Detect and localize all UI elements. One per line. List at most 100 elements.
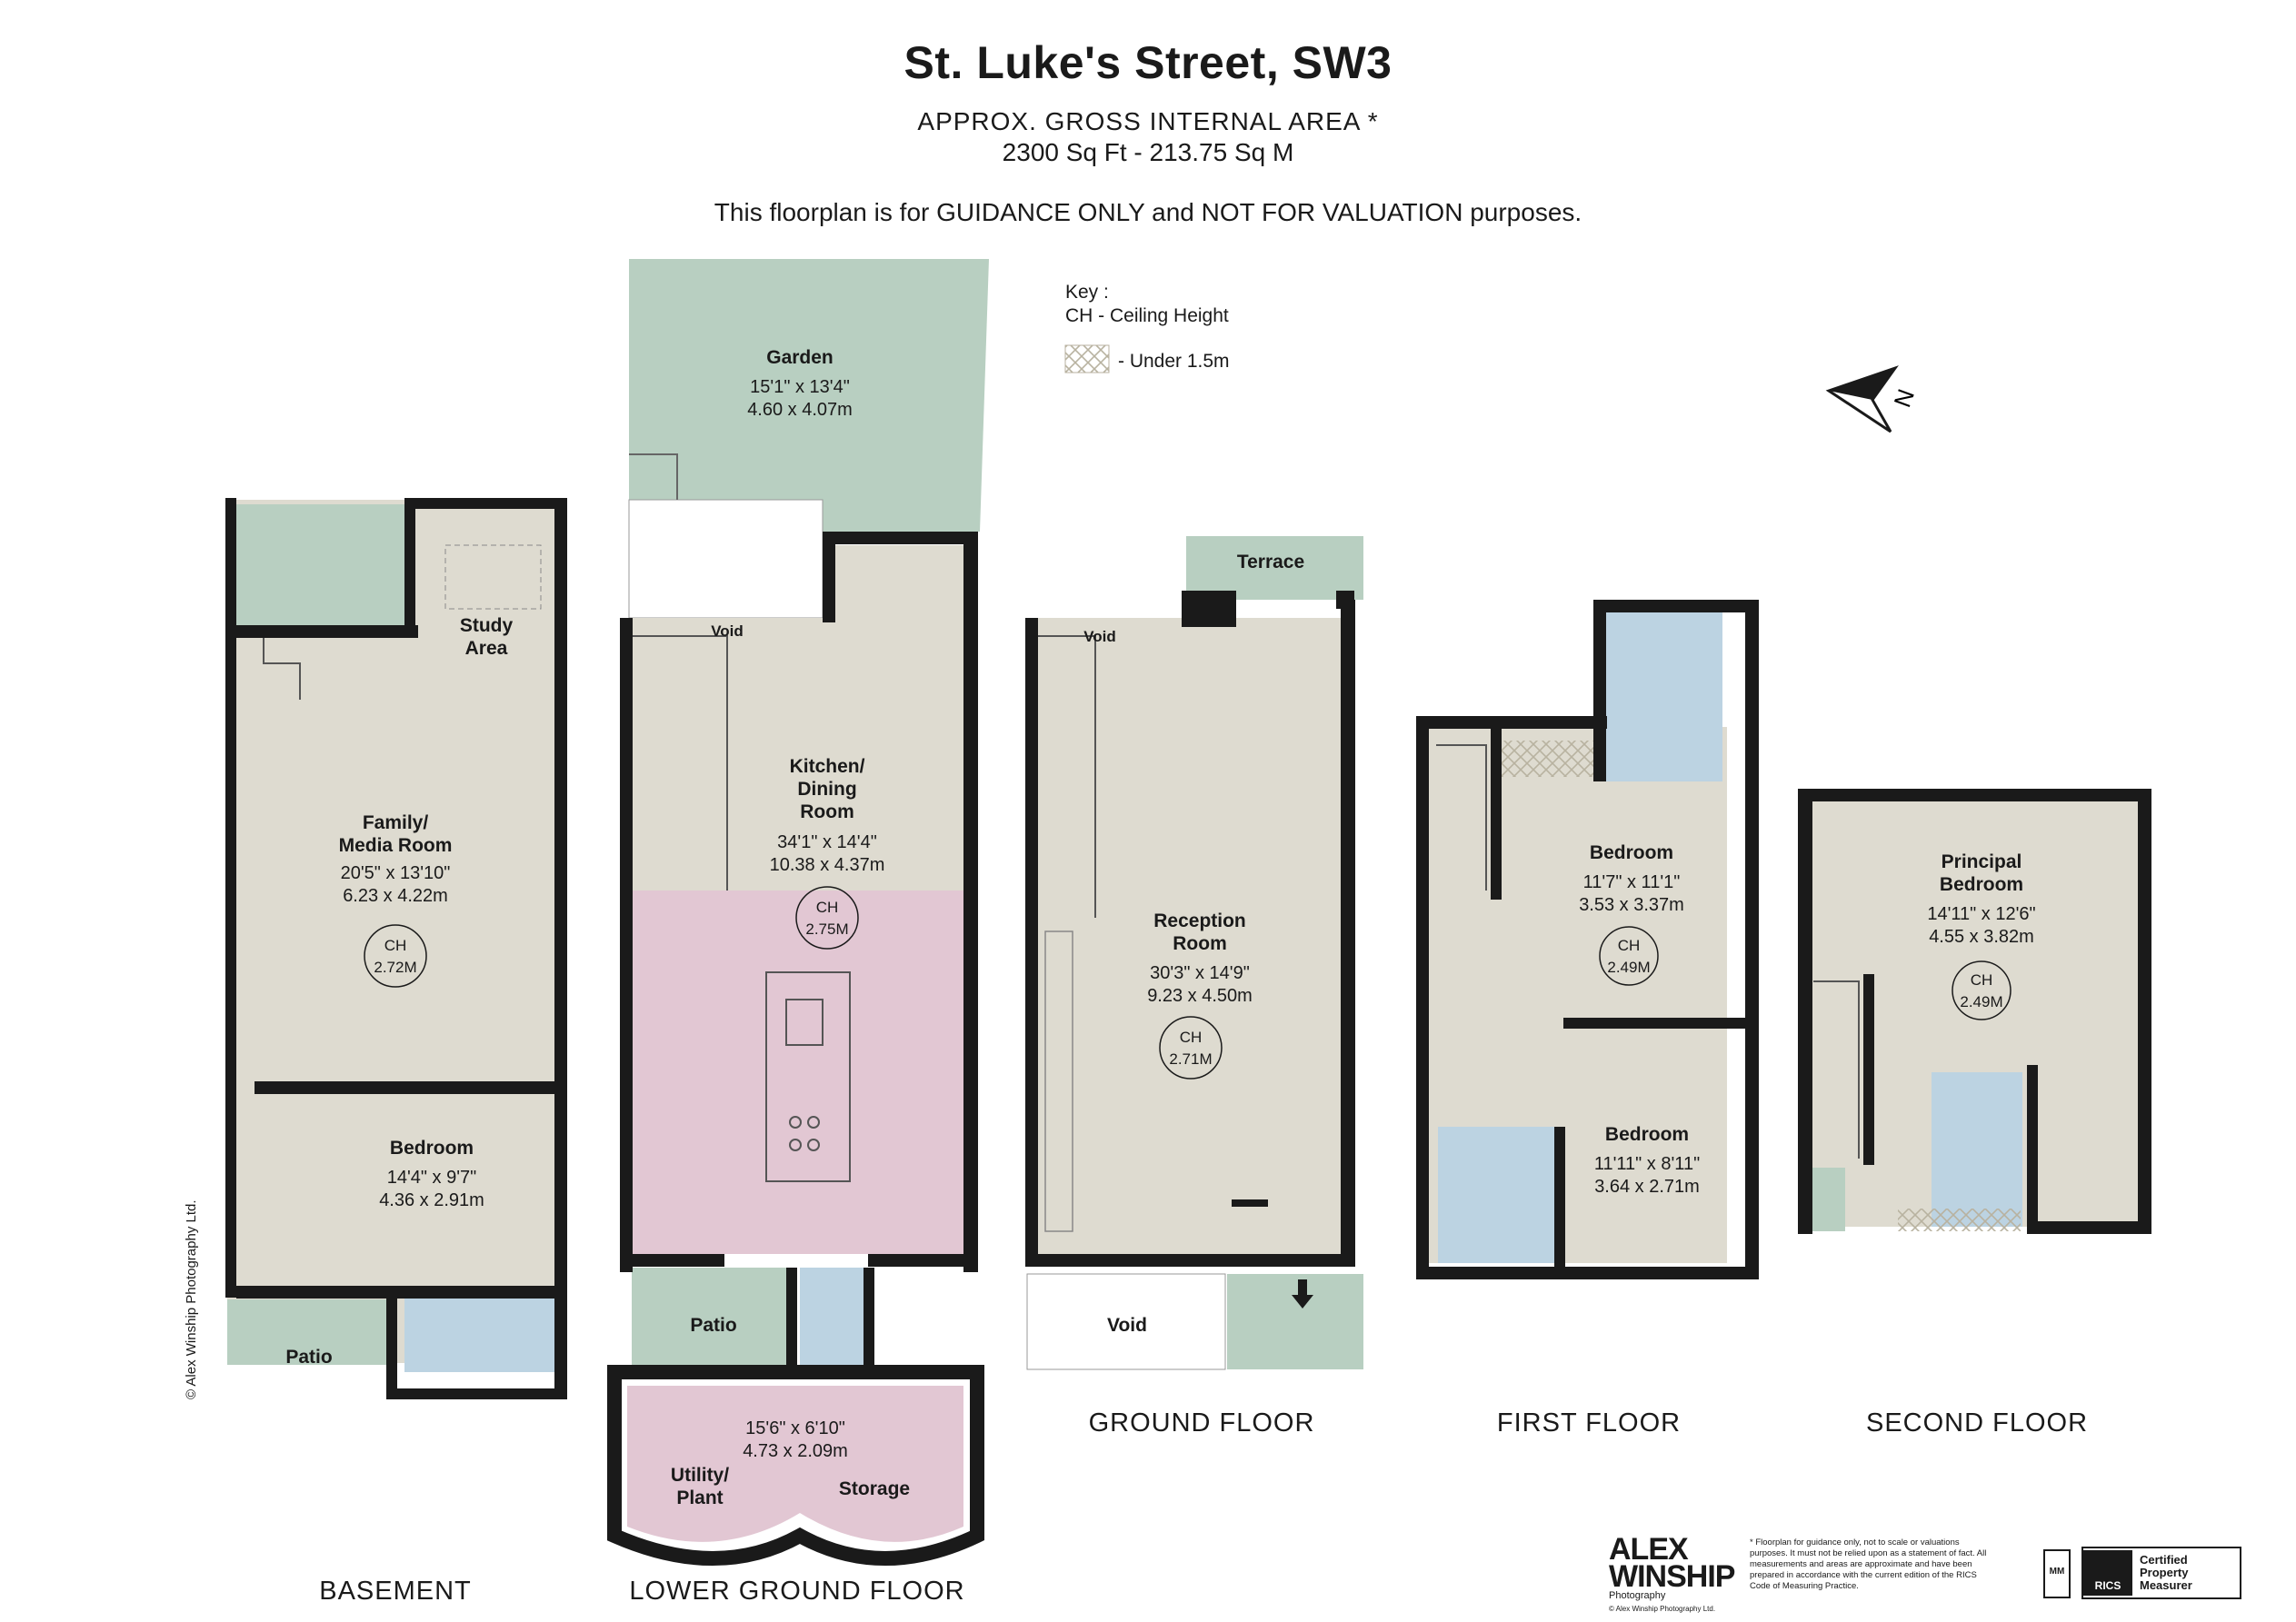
first-floor-label: FIRST FLOOR: [1497, 1408, 1681, 1438]
wall: [620, 1254, 724, 1267]
wall: [1341, 600, 1355, 1265]
wall: [1232, 1199, 1268, 1207]
first-bedroom-b-name: Bedroom: [1605, 1124, 1689, 1145]
ch-value: 2.49M: [1607, 959, 1650, 976]
kitchen-name-3: Room: [800, 801, 854, 822]
ch-badge: [795, 886, 859, 950]
key-hatch-swatch: [1064, 344, 1110, 373]
reception-name-1: Reception: [1153, 911, 1246, 931]
wall: [1863, 974, 1874, 1165]
ground-floor-plan: Terrace Void Reception Room 30'3" x 14'9…: [1025, 536, 1363, 1438]
first-floor-plan: Bedroom 11'7" x 11'1" 3.53 x 3.37m CH 2.…: [1416, 600, 1759, 1438]
kitchen-upper: [632, 618, 977, 891]
rics-logo: RICS: [2083, 1550, 2132, 1596]
first-floor-stairs: [1436, 744, 1487, 891]
terrace-area: [1186, 536, 1363, 600]
kitchen-island: [765, 971, 851, 1182]
under-1-5m-hatch: [1500, 741, 1604, 777]
utility-storage-area: [627, 1386, 963, 1542]
basement-label: BASEMENT: [319, 1577, 472, 1606]
first-bedroom-a-name: Bedroom: [1590, 842, 1673, 863]
ch-badge: [364, 924, 427, 988]
wall: [1491, 718, 1502, 900]
study-name: Study: [460, 615, 514, 636]
wall: [1025, 618, 1038, 1265]
kitchen-name-2: Dining: [797, 779, 856, 800]
wall: [1416, 1267, 1759, 1279]
ch-badge: [1952, 960, 2011, 1020]
reception-name-2: Room: [1173, 933, 1227, 954]
basement-plan: Study Area Family/ Media Room 20'5" x 13…: [225, 498, 567, 1606]
area-label: APPROX. GROSS INTERNAL AREA *: [917, 107, 1379, 135]
copyright-vertical: © Alex Winship Photography Ltd.: [184, 1199, 199, 1399]
principal-bedroom-imperial: 14'11" x 12'6": [1927, 904, 2035, 924]
wall: [554, 498, 567, 1399]
basement-lightwell: [227, 504, 404, 627]
wall: [620, 618, 633, 1272]
first-bedroom-b-imperial: 11'11" x 8'11": [1594, 1154, 1700, 1174]
brand-line-1: ALEX: [1609, 1532, 1689, 1567]
kitchen-lower: [632, 891, 963, 1254]
wall: [1336, 591, 1354, 609]
lower-wc: [800, 1268, 863, 1368]
ground-stairs: [1036, 635, 1096, 918]
rics-text: Certified Property Measurer: [2132, 1554, 2192, 1592]
family-room-name-2: Media Room: [339, 835, 453, 856]
north-compass-icon: [1825, 365, 1899, 433]
principal-bedroom-name-1: Principal: [1942, 851, 2022, 872]
first-floor-shower-room: [1438, 1127, 1554, 1263]
principal-bedroom-metric: 4.55 x 3.82m: [1929, 927, 2034, 947]
page-title: St. Luke's Street, SW3: [903, 37, 1393, 88]
ground-floor-label: GROUND FLOOR: [1089, 1408, 1315, 1438]
footnote: * Floorplan for guidance only, not to sc…: [1750, 1537, 1987, 1591]
wall: [236, 1286, 559, 1299]
utility-name-1: Utility/: [671, 1465, 729, 1486]
wall: [404, 498, 566, 509]
brand-logo: ALEX WINSHIP Photography © Alex Winship …: [1609, 1532, 1735, 1613]
compass-north-label: N: [1888, 385, 1920, 411]
ch-badge: [1599, 926, 1659, 986]
lower-stairs: [632, 635, 728, 891]
first-bedroom-a-imperial: 11'7" x 11'1": [1583, 872, 1681, 892]
second-floor-ensuite: [1932, 1072, 2022, 1227]
wall: [1416, 716, 1607, 729]
utility-outer-wall: [607, 1365, 984, 1566]
wall: [2138, 789, 2151, 1234]
storage-name: Storage: [839, 1478, 910, 1499]
ch-badge: [1159, 1016, 1223, 1080]
kitchen-upper-nook: [823, 545, 977, 627]
ch-value: 2.71M: [1169, 1050, 1212, 1068]
wall: [1416, 716, 1429, 1279]
key-ch: CH - Ceiling Height: [1065, 305, 1229, 326]
sink-icon: [785, 999, 824, 1046]
principal-bedroom-name-2: Bedroom: [1940, 874, 2023, 895]
garden-area: [629, 259, 989, 532]
garden-name: Garden: [766, 347, 834, 368]
basement-patio-name: Patio: [285, 1347, 332, 1368]
utility-imperial: 15'6" x 6'10": [745, 1418, 845, 1438]
ch-value: 2.75M: [805, 920, 848, 938]
basement-bedroom-imperial: 14'4" x 9'7": [387, 1168, 477, 1188]
first-bedroom-a-metric: 3.53 x 3.37m: [1579, 895, 1684, 915]
ch-label: CH: [384, 937, 407, 954]
reception-area: [1036, 618, 1345, 1263]
ch-value: 2.49M: [1960, 993, 2002, 1010]
family-room-name: Family/: [363, 812, 429, 833]
key-hatch: - Under 1.5m: [1118, 351, 1230, 372]
reception-metric: 9.23 x 4.50m: [1147, 986, 1253, 1006]
wall: [1554, 1127, 1565, 1268]
wall: [386, 1286, 397, 1399]
ch-label: CH: [1180, 1029, 1203, 1046]
wall: [1182, 591, 1236, 627]
wall: [868, 1254, 977, 1267]
lower-ground-label: LOWER GROUND FLOOR: [629, 1577, 964, 1606]
garden-imperial: 15'1" x 13'4": [750, 377, 850, 397]
wall: [225, 498, 236, 1298]
wall: [386, 1388, 566, 1399]
wall: [1798, 789, 2151, 801]
family-room-imperial: 20'5" x 13'10": [341, 863, 451, 883]
kitchen-name-1: Kitchen/: [790, 756, 865, 777]
area-value: 2300 Sq Ft - 213.75 Sq M: [1002, 138, 1294, 166]
